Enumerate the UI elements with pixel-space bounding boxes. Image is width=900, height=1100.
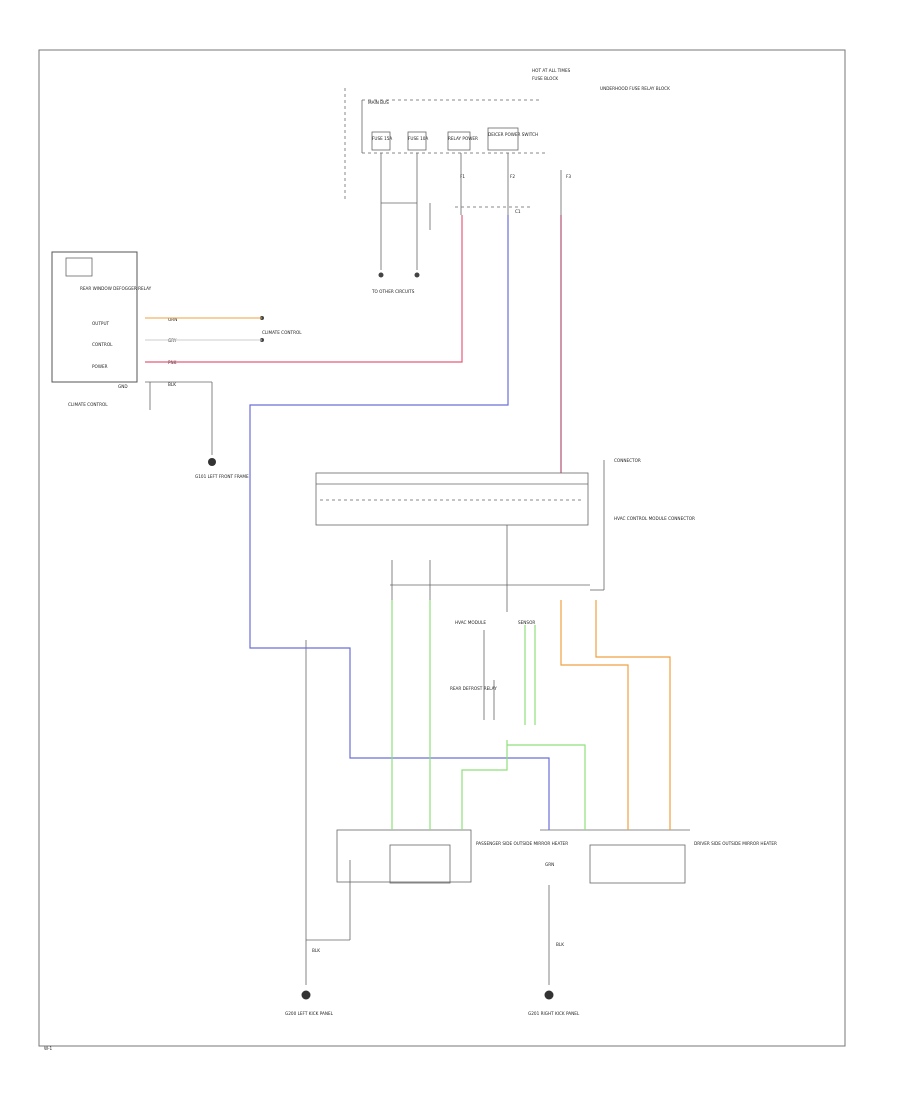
connector-desc: HVAC CONTROL MODULE CONNECTOR [614, 516, 695, 521]
fuse-2-label: FUSE 10A [408, 136, 428, 141]
climate-ctrl-right-label: CLIMATE CONTROL [262, 330, 302, 335]
left-lower-switch [389, 844, 451, 884]
connector-title: CONNECTOR [614, 458, 641, 463]
hvac-module-label: HVAC MODULE [455, 620, 486, 625]
left-lower-module [336, 829, 472, 883]
fuse-ref-3: F3 [566, 174, 571, 179]
other-circuits-label: TO OTHER CIRCUITS [371, 289, 415, 294]
diagram-frame [38, 49, 846, 1047]
inner-relay-label: REAR DEFROST RELAY [450, 686, 497, 691]
fuse-1 [371, 131, 391, 151]
fuse-ref-2: F2 [510, 174, 515, 179]
colored-wires [145, 215, 671, 830]
fuse-1-label: FUSE 15A [372, 136, 392, 141]
ground-g101-label: G101 LEFT FRONT FRAME [195, 474, 249, 479]
right-lower-module-label: DRIVER SIDE OUTSIDE MIRROR HEATER [694, 841, 777, 846]
fuse-block-title: HOT AT ALL TIMES [532, 68, 571, 73]
relay-pin-output: OUTPUT [92, 321, 110, 326]
fuse-3-label: RELAY POWER [448, 136, 478, 141]
relay-pin-power: POWER [92, 364, 108, 369]
ground-g101-icon [208, 458, 216, 466]
left-ground-wire-label: BLK [312, 948, 320, 953]
relay-pin-control: CONTROL [92, 342, 113, 347]
ground-g201-label: G201 RIGHT KICK PANEL [528, 1011, 580, 1016]
fuse-ref-1: F1 [460, 174, 465, 179]
wire-blue [249, 215, 550, 830]
fuse-2 [407, 131, 427, 151]
center-wire-label: GRN [545, 862, 554, 867]
fuse-block-desc: UNDERHOOD FUSE RELAY BLOCK [600, 86, 670, 91]
wire-orange-1 [560, 600, 629, 830]
connector-label-top: C1 [515, 209, 521, 214]
wire-green-loop [461, 740, 508, 830]
fuse-4-label: DEICER POWER SWITCH [488, 132, 538, 137]
fuse-4 [487, 127, 519, 151]
fuse-3 [447, 131, 471, 151]
hvac-connector [315, 472, 589, 526]
relay-pin-gnd: GND [118, 384, 128, 389]
wire-red-pink [145, 215, 463, 363]
page-ref: W-1 [44, 1046, 52, 1051]
defogger-relay-title: REAR WINDOW DEFOGGER RELAY [80, 286, 152, 291]
ground-g200-icon [301, 990, 311, 1000]
wire-label-blk: BLK [168, 382, 176, 387]
defogger-relay-module [51, 251, 138, 383]
fuse-node-2 [414, 272, 420, 278]
bus-label: MAIN BUS [368, 100, 389, 105]
ground-g201-icon [544, 990, 554, 1000]
wire-green-right [507, 744, 586, 830]
fuse-block-ref: FUSE BLOCK [532, 76, 558, 81]
climate-control-label: CLIMATE CONTROL [68, 402, 108, 407]
sensor-label: SENSOR [518, 620, 535, 625]
ground-g200-label: G200 LEFT KICK PANEL [285, 1011, 334, 1016]
wire-label-orn: ORN [168, 317, 177, 322]
center-ground-wire-label: BLK [556, 942, 564, 947]
wire-orange-2 [595, 600, 671, 830]
relay-icon [65, 257, 93, 277]
fuse-node-1 [378, 272, 384, 278]
right-lower-module [589, 844, 686, 884]
left-lower-module-label: PASSENGER SIDE OUTSIDE MIRROR HEATER [476, 841, 568, 846]
